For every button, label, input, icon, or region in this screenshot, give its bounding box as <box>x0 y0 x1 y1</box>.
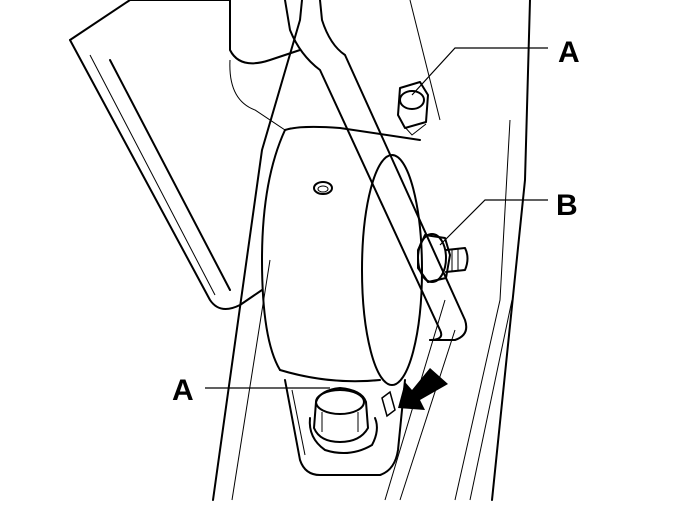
bolt-a-top <box>397 81 429 136</box>
rail-channel <box>284 379 406 476</box>
hanger-strap <box>229 0 468 341</box>
label-b: B <box>556 189 578 222</box>
label-a-top: A <box>558 36 580 69</box>
leader-lines <box>205 47 548 389</box>
bolt-b <box>417 233 469 283</box>
direction-arrow <box>381 368 448 418</box>
bracket-arm <box>69 0 301 310</box>
rubber-mount <box>261 125 423 386</box>
leader-b <box>439 199 548 246</box>
leader-a-top <box>411 47 548 96</box>
label-a-bottom: A <box>172 374 194 407</box>
bolt-a-bottom <box>308 387 378 455</box>
frame-rail <box>212 0 531 501</box>
